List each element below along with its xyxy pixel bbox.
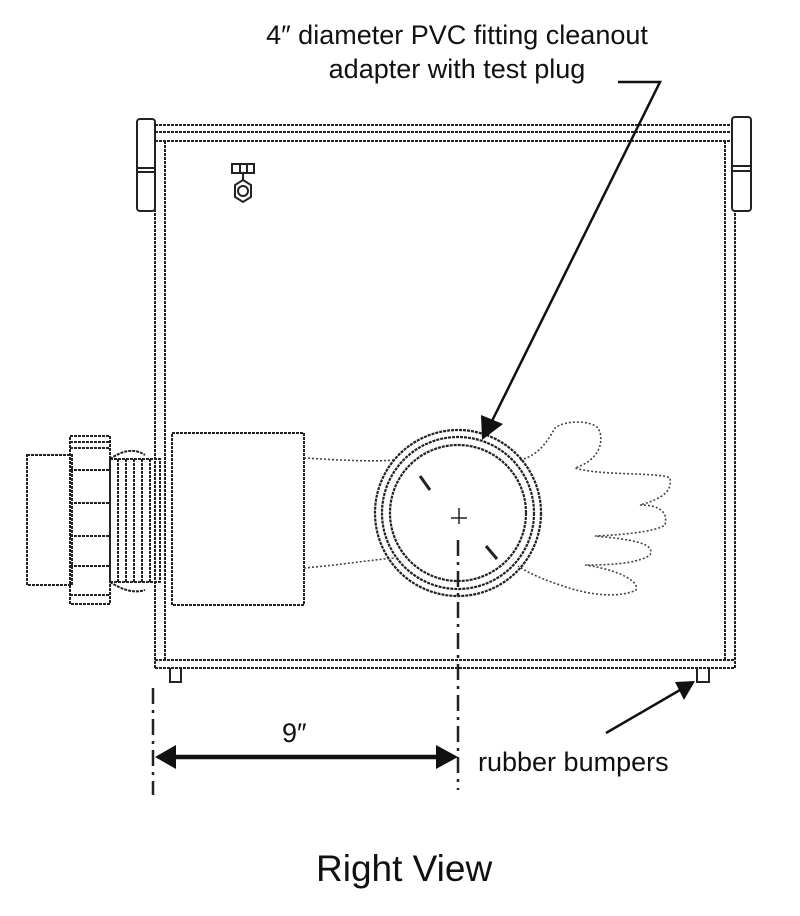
bumper-callout: rubber bumpers xyxy=(478,747,669,777)
side-port-fitting xyxy=(26,435,161,605)
inner-block xyxy=(171,432,305,606)
right-latch xyxy=(731,116,752,212)
bumper-left xyxy=(169,668,182,683)
adapter-callout-line1: 4″ diameter PVC fitting cleanout xyxy=(266,20,648,50)
dimension-arrowhead-left xyxy=(155,745,176,769)
bumper-leader-arrowhead xyxy=(675,681,695,700)
bumper-right xyxy=(696,668,710,683)
bumper-leader-line xyxy=(605,688,681,735)
dimension-arrowhead-right xyxy=(436,745,458,769)
rubber-bumpers xyxy=(169,668,710,683)
cabinet-body xyxy=(154,124,736,669)
valve-icon xyxy=(231,163,255,204)
adapter-callout: 4″ diameter PVC fitting cleanout adapter… xyxy=(222,18,692,86)
test-plug-marks xyxy=(418,475,499,560)
glove-outline xyxy=(303,421,672,596)
adapter-leader-line xyxy=(488,80,663,426)
dimension-label: 9″ xyxy=(282,718,307,748)
left-latch xyxy=(136,118,156,212)
adapter-callout-line2: adapter with test plug xyxy=(328,54,586,84)
figure-caption: Right View xyxy=(316,848,493,889)
adapter-leader-arrowhead xyxy=(481,415,503,440)
